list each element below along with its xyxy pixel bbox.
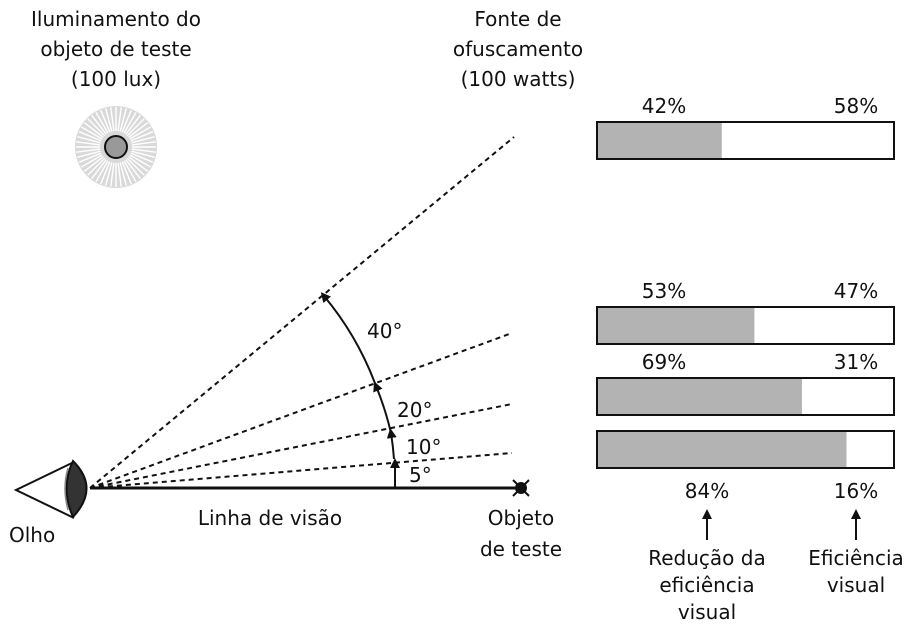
angle-label-5: 5° (409, 463, 432, 487)
reduction-legend-line-3: visual (678, 600, 736, 624)
eye-label: Olho (9, 523, 55, 547)
angle-arc-20 (373, 381, 392, 434)
efficiency-label-40: 58% (834, 94, 878, 118)
eye-icon (13, 459, 88, 519)
glare-source-label-line-1: Fonte de (474, 7, 561, 31)
efficiency-bar-10: 69% 31% (596, 350, 895, 416)
angle-label-20: 20° (397, 398, 432, 422)
efficiency-bars: 42% 58% 53% 47% 69% 31% 84% 16% (596, 94, 895, 503)
test-object-icon (512, 479, 530, 497)
angle-arc-40 (320, 292, 377, 387)
test-object-label-line-2: de teste (480, 537, 562, 561)
glare-sight-lines (89, 136, 515, 489)
reduction-segment-20 (598, 308, 755, 343)
efficiency-bar-5: 84% 16% (596, 430, 895, 503)
glare-source-label-line-2: ofuscamento (453, 37, 583, 61)
reduction-legend-line-2: eficiência (659, 573, 754, 597)
sight-line-20 (89, 332, 513, 489)
angle-arcs (320, 292, 400, 488)
illuminance-sun-icon (75, 106, 157, 188)
efficiency-legend-line-1: Eficiência (808, 546, 904, 570)
angle-arc-10 (386, 428, 397, 460)
legend-arrows (702, 509, 861, 540)
reduction-segment-10 (598, 379, 802, 414)
efficiency-label-5: 16% (834, 479, 878, 503)
reduction-segment-5 (598, 432, 847, 467)
illuminance-label-line-1: Iluminamento do (31, 7, 201, 31)
sight-line-40 (89, 136, 515, 489)
reduction-legend-line-1: Redução da (648, 546, 765, 570)
efficiency-bar-20: 53% 47% (596, 279, 895, 345)
efficiency-label-20: 47% (834, 279, 878, 303)
reduction-label-20: 53% (642, 279, 686, 303)
line-of-sight-label: Linha de visão (198, 506, 342, 530)
illuminance-label-line-2: objeto de teste (40, 37, 191, 61)
angle-label-40: 40° (367, 319, 402, 343)
efficiency-label-10: 31% (834, 350, 878, 374)
efficiency-bar-40: 42% 58% (596, 94, 895, 160)
reduction-label-10: 69% (642, 350, 686, 374)
reduction-segment-40 (598, 123, 722, 158)
sight-line-5 (89, 452, 513, 489)
illuminance-label-line-3: (100 lux) (71, 67, 161, 91)
test-object-label-line-1: Objeto (488, 506, 554, 530)
glare-source-label-line-3: (100 watts) (461, 67, 576, 91)
reduction-label-5: 84% (685, 479, 729, 503)
sight-line-10 (89, 403, 513, 489)
reduction-label-40: 42% (642, 94, 686, 118)
efficiency-legend-line-2: visual (827, 573, 885, 597)
angle-label-10: 10° (406, 435, 441, 459)
